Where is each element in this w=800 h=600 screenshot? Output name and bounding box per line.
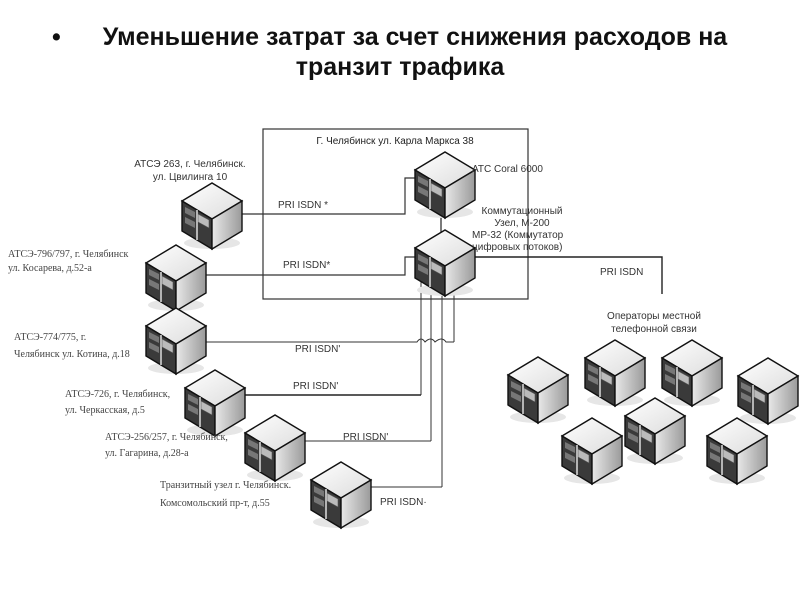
station-3-label-line-2: Челябинск ул. Котина, д.18: [14, 349, 130, 360]
link-operators: [450, 256, 663, 294]
switch-label-line-4: цифровых потоков): [472, 241, 562, 253]
station-3-server-icon: [145, 307, 207, 375]
station-4-label-line-2: ул. Черкасская, д.5: [65, 405, 145, 416]
operator-server-icon: [661, 339, 723, 407]
switch-label-line-3: МР-32 (Коммутатор: [472, 230, 564, 241]
slide-title: • Уменьшение затрат за счет снижения рас…: [0, 22, 800, 82]
station-6-label-line-2: Комсомольский пр-т, д.55: [160, 498, 270, 509]
station-5-label-line-1: АТСЭ-256/257, г. Челябинск,: [105, 432, 228, 443]
station-1-label-line-2: ул. Цвилинга 10: [153, 172, 228, 183]
link-label-station-2: PRI ISDN*: [283, 260, 330, 271]
station-5-label-line-2: ул. Гагарина, д.28-а: [105, 448, 189, 459]
central-site-label: Г. Челябинск ул. Карла Маркса 38: [316, 135, 474, 147]
station-6-label-line-1: Транзитный узел г. Челябинск.: [160, 480, 291, 491]
switch-label-line-1: Коммутационный: [482, 206, 563, 217]
operator-server-icon: [507, 356, 569, 424]
station-1-server-icon: [181, 182, 243, 250]
station-2-label-line-2: ул. Косарева, д.52-а: [8, 263, 92, 274]
link-label-station-6: PRI ISDN·: [380, 497, 427, 508]
operator-server-icon: [584, 339, 646, 407]
pbx-server-icon: [414, 151, 476, 219]
operator-server-icon: [561, 417, 623, 485]
station-1-label-line-1: АТСЭ 263, г. Челябинск.: [134, 158, 245, 170]
station-2-label-line-1: АТСЭ-796/797, г. Челябинск: [8, 249, 129, 260]
operator-server-icon: [737, 357, 799, 425]
station-4-server-icon: [184, 369, 246, 437]
operator-server-icon: [706, 417, 768, 485]
link-station-3: [192, 338, 454, 343]
link-label-station-1: PRI ISDN *: [278, 200, 328, 211]
switch-server-icon: [414, 229, 476, 297]
operators-label-line-1: Операторы местной: [607, 311, 701, 322]
link-label-station-4: PRI ISDN': [293, 381, 338, 392]
title-line-2: транзит трафика: [295, 53, 505, 81]
link-label-station-5: PRI ISDN': [343, 432, 388, 443]
link-label-operators: PRI ISDN: [600, 267, 643, 278]
station-5-server-icon: [244, 414, 306, 482]
station-3-label-line-1: АТСЭ-774/775, г.: [14, 332, 86, 343]
pbx-label: АТС Coral 6000: [472, 164, 543, 175]
station-6-server-icon: [310, 461, 372, 529]
bullet: •: [52, 23, 61, 51]
operator-server-icon: [624, 397, 686, 465]
station-2-server-icon: [145, 244, 207, 312]
switch-label-line-2: Узел, М-200: [494, 218, 550, 229]
link-label-station-3: PRI ISDN': [295, 344, 340, 355]
station-4-label-line-1: АТСЭ-726, г. Челябинск,: [65, 389, 170, 400]
link-station-1: [240, 177, 430, 215]
title-line-1: Уменьшение затрат за счет снижения расхо…: [102, 23, 728, 51]
operators-label-line-2: телефонной связи: [611, 323, 697, 335]
